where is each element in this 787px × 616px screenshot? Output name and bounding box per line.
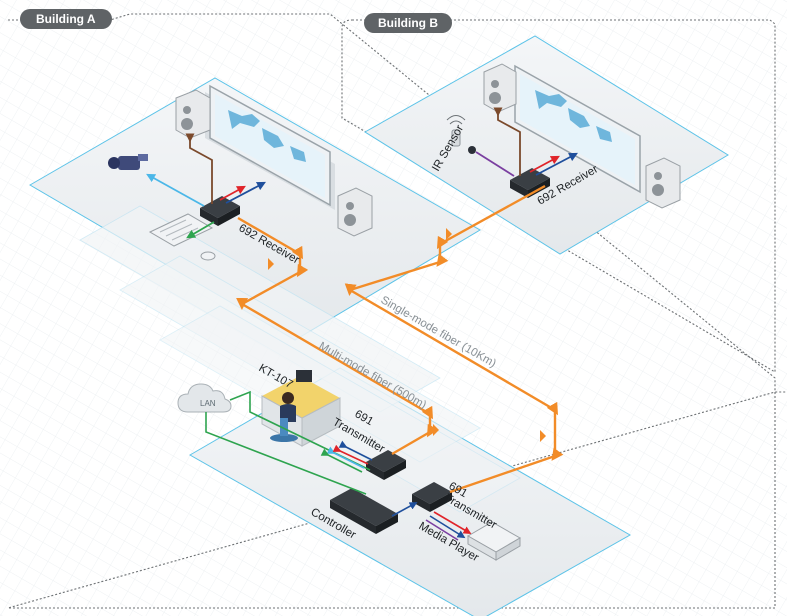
ir-cable-t2 [425, 519, 459, 541]
controller-device [330, 488, 398, 534]
ir-cable-b [475, 151, 515, 177]
transmitter-2-device [412, 482, 452, 512]
display-a [205, 84, 335, 210]
lan-cable [205, 412, 367, 495]
usb-cable-a [186, 221, 215, 239]
building-b-label: Building B [378, 16, 438, 30]
keyboard-icon [148, 213, 214, 247]
building-a-label: Building A [36, 12, 96, 26]
hdmi-red-b [529, 155, 560, 173]
audio-cable-b [493, 107, 521, 176]
lan-cloud-icon: LAN [177, 383, 232, 413]
building-a-tag: Building A [20, 9, 112, 29]
fiber-arrow-1 [433, 424, 439, 436]
video-cable-camcorder [146, 173, 205, 207]
fiber-arrow-2 [268, 258, 274, 270]
hdmi-red-a [219, 185, 246, 201]
lan-label: LAN [200, 399, 216, 408]
fiber-arrow-3 [446, 228, 452, 240]
hdmi-red-t2 [433, 511, 472, 535]
control-link [391, 502, 418, 517]
building-b-tag: Building B [364, 13, 452, 33]
speaker-b-left [483, 63, 517, 113]
media-player-icon [467, 521, 521, 561]
usb-t1 [320, 448, 363, 473]
singlemode-fiber [344, 184, 564, 494]
ir-sensor-icon [446, 115, 476, 154]
hdmi-blue-t2 [429, 515, 466, 539]
audio-cable-a [185, 133, 213, 204]
speaker-a-right [337, 187, 373, 237]
hdmi-blue-a [225, 181, 266, 204]
speaker-a-left [175, 89, 211, 139]
speaker-b-right [645, 157, 681, 209]
fiber-arrow-4 [540, 430, 546, 442]
hdmi-blue-b [535, 152, 578, 176]
mouse-icon [200, 251, 216, 261]
camcorder-icon [108, 154, 148, 170]
